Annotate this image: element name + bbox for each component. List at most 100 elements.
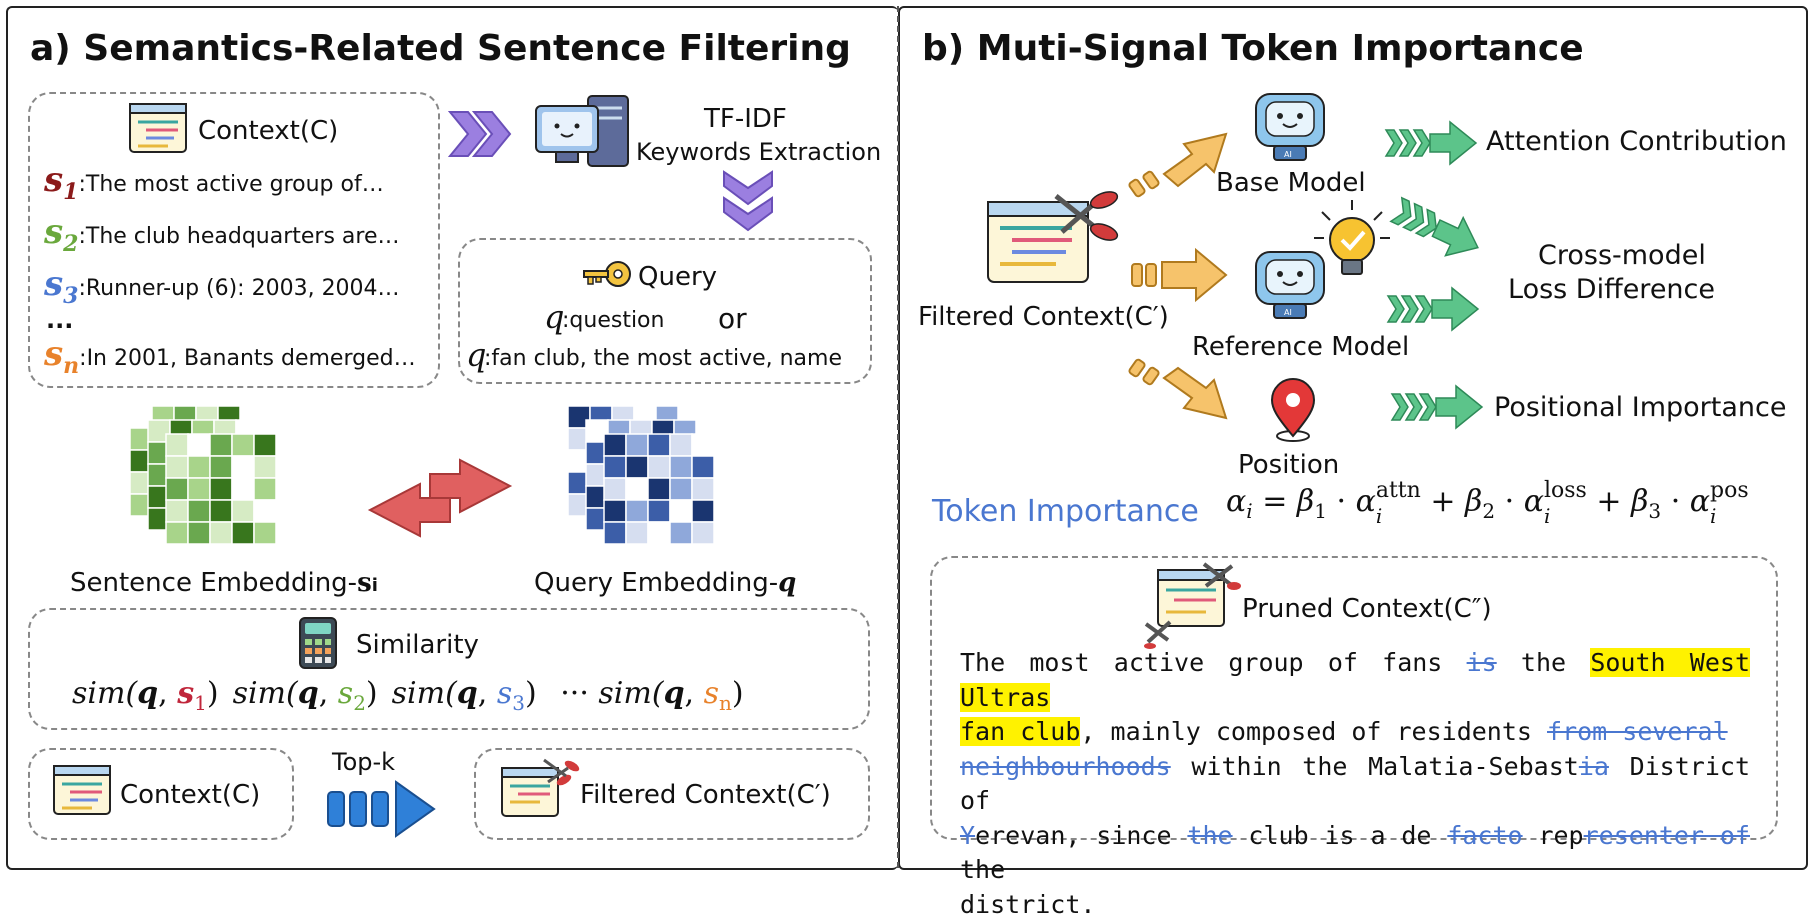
pruned-context-box	[930, 556, 1778, 840]
bidirectional-arrow	[367, 458, 513, 538]
formula-alpha: α	[1226, 484, 1247, 519]
matrix-cell	[253, 433, 277, 457]
matrix-cell	[603, 477, 627, 501]
orange-arrow-up	[1128, 132, 1228, 198]
sentence-symbol: s	[44, 264, 64, 304]
matrix-cell	[165, 521, 189, 545]
base-model-robot-icon: AI	[1255, 93, 1325, 161]
tfidf-label: TF-IDF	[704, 104, 787, 134]
pruned-token: facto	[1447, 820, 1523, 850]
matrix-cell	[669, 499, 693, 523]
sentence-embedding-label: Sentence Embedding-si	[70, 568, 378, 598]
matrix-cell	[231, 499, 255, 523]
matrix-cell	[253, 477, 277, 501]
lightbulb-icon	[1314, 200, 1390, 275]
matrix-cell	[691, 477, 715, 501]
matrix-cell	[691, 455, 715, 479]
matrix-cell	[669, 477, 693, 501]
svg-text:AI: AI	[1284, 150, 1292, 159]
matrix-cell	[647, 521, 671, 545]
matrix-cell	[625, 499, 649, 523]
matrix-cell	[691, 521, 715, 545]
positional-importance-label: Positional Importance	[1494, 392, 1787, 423]
matrix-cell	[253, 455, 277, 479]
filtered-document-icon	[501, 758, 580, 817]
matrix-cell	[647, 477, 671, 501]
matrix-cell	[209, 455, 233, 479]
matrix-cell	[231, 477, 255, 501]
similarity-term: sim(q, s1)	[72, 676, 219, 715]
matrix-cell	[647, 499, 671, 523]
query-embedding-label: Query Embedding-q	[534, 568, 797, 598]
sentence-item: sn:In 2001, Banants demerged…	[44, 334, 416, 379]
matrix-cell	[253, 499, 277, 523]
position-label: Position	[1238, 450, 1340, 480]
pruned-token: ia	[1578, 751, 1609, 781]
computer-icon	[535, 95, 629, 167]
query-embedding-matrix	[567, 405, 715, 545]
matrix-cell	[231, 455, 255, 479]
matrix-cell	[165, 477, 189, 501]
matrix-cell	[187, 433, 211, 457]
bottom-document-icon	[53, 765, 111, 815]
purple-chevrons-down	[723, 170, 773, 232]
matrix-cell	[625, 433, 649, 457]
query-symbol-2: q	[466, 336, 487, 374]
similarity-box	[28, 608, 870, 730]
sentence-embedding-matrix	[129, 405, 277, 545]
query-or: or	[718, 302, 747, 335]
filtered-context-label: Filtered Context(C′)	[580, 780, 831, 810]
query-line-1: :question	[562, 308, 665, 333]
pruned-token: resenter of	[1583, 820, 1750, 850]
matrix-cell	[603, 499, 627, 523]
green-arrow-loss-2	[1386, 286, 1480, 332]
query-title: Query	[638, 262, 718, 292]
sentence-text: :The club headquarters are…	[78, 224, 400, 249]
location-pin-icon	[1270, 378, 1316, 442]
pruned-document-icon	[1144, 562, 1241, 649]
matrix-cell	[253, 521, 277, 545]
filtered-context-box	[474, 748, 870, 840]
matrix-cell	[647, 455, 671, 479]
matrix-cell	[625, 455, 649, 479]
matrix-cell	[625, 477, 649, 501]
purple-chevrons-right	[447, 111, 512, 157]
sentence-text: :The most active group of…	[78, 172, 384, 197]
keyword-extraction-label: Keywords Extraction	[636, 138, 882, 166]
sentence-item: s1:The most active group of…	[44, 160, 384, 205]
matrix-cell	[187, 477, 211, 501]
pruned-token: from several	[1547, 717, 1728, 746]
sentence-symbol: s	[44, 160, 64, 200]
matrix-cell	[165, 499, 189, 523]
sentence-item: s3:Runner-up (6): 2003, 2004…	[44, 264, 400, 309]
filtered-context-label-b: Filtered Context(C′)	[918, 302, 1169, 332]
matrix-cell	[209, 521, 233, 545]
topk-label: Top-k	[332, 748, 396, 776]
pruned-token: is	[1466, 648, 1497, 677]
bottom-context-box	[28, 748, 294, 840]
query-symbol-1: q	[544, 298, 565, 336]
query-line-2: :fan club, the most active, name	[484, 346, 842, 371]
similarity-term: sim(q, sn)	[598, 676, 744, 715]
similarity-term: sim(q, s2)	[232, 676, 378, 715]
cross-model-label: Cross-model	[1538, 240, 1706, 271]
attention-contribution-label: Attention Contribution	[1486, 126, 1787, 157]
orange-arrow-down	[1128, 358, 1228, 420]
sentence-text: :In 2001, Banants demerged…	[79, 346, 416, 371]
green-arrow-position	[1390, 384, 1484, 430]
pruned-token: Y	[960, 820, 976, 850]
matrix-cell	[691, 499, 715, 523]
bottom-context-label: Context(C)	[120, 780, 261, 810]
matrix-cell	[603, 521, 627, 545]
green-arrow-loss-1	[1389, 196, 1479, 257]
context-box	[28, 92, 440, 388]
similarity-title: Similarity	[356, 630, 479, 660]
topk-arrow	[327, 780, 436, 838]
sentence-symbol: s	[44, 334, 64, 374]
formula-beta: β	[1296, 484, 1315, 519]
filtered-context-scissors-icon	[987, 191, 1119, 283]
